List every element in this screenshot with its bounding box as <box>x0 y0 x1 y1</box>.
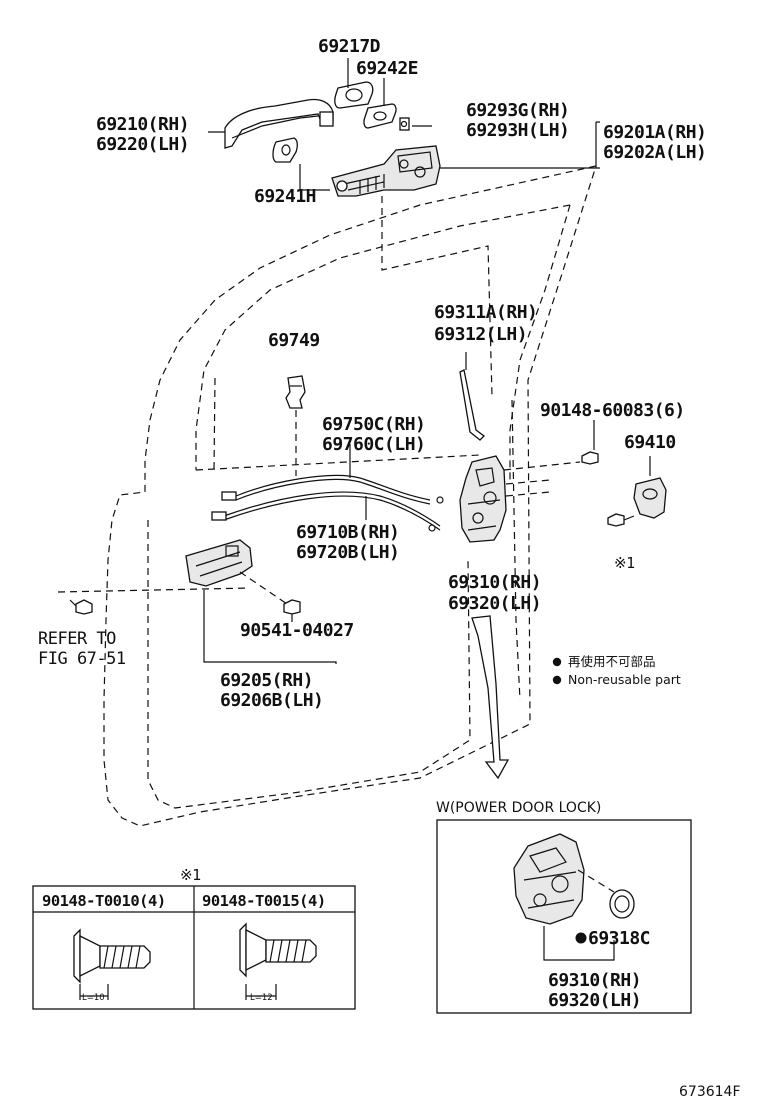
inside-door-handle <box>57 539 337 664</box>
cable-clip <box>285 375 306 476</box>
label-69311A: 69311A(RH) <box>434 302 537 323</box>
legend-dot-en <box>552 675 562 685</box>
label-69760C: 69760C(LH) <box>322 434 425 455</box>
label-69312: 69312(LH) <box>434 324 527 345</box>
inset-non-reusable-dot <box>575 932 587 944</box>
screw-table: ※1 90148-T0010(4) 90148-T0015(4) L=10 L=… <box>32 866 356 1010</box>
power-door-lock-inset: W(POWER DOOR LOCK) 69318C 69310(RH) 6932… <box>436 800 692 1014</box>
legend: 再使用不可部品 Non-reusable part <box>552 654 681 687</box>
door-lock-assembly <box>459 455 581 543</box>
label-69720B: 69720B(LH) <box>296 542 399 563</box>
label-69410: 69410 <box>624 432 676 453</box>
label-90541-04027: 90541-04027 <box>240 620 354 641</box>
figure-code: 673614F <box>679 1084 741 1100</box>
part-labels: 69217D 69242E 69210(RH) 69220(LH) 69293G… <box>38 36 707 711</box>
table-col2-header: 90148-T0015(4) <box>202 892 326 910</box>
label-69242E: 69242E <box>356 58 418 79</box>
top-leader-lines <box>208 58 600 397</box>
label-69320: 69320(LH) <box>448 593 541 614</box>
table-mark: ※1 <box>180 866 201 884</box>
label-69293H: 69293H(LH) <box>466 120 569 141</box>
outside-handle-frame <box>331 145 441 197</box>
handle-pad <box>363 103 397 129</box>
screw-l10-drawing: L=10 <box>73 928 151 1003</box>
label-69293G: 69293G(RH) <box>466 100 569 121</box>
label-refer-to: REFER TO <box>38 629 116 649</box>
handle-clip <box>399 117 410 131</box>
inset-label-69310: 69310(RH) <box>548 970 641 991</box>
label-69217D: 69217D <box>318 36 381 57</box>
label-69241H: 69241H <box>254 186 316 207</box>
table-col1-header: 90148-T0010(4) <box>42 892 166 910</box>
refer-screw <box>69 599 93 615</box>
label-69206B: 69206B(LH) <box>220 690 323 711</box>
inset-label-69318C: 69318C <box>588 928 650 949</box>
label-69205: 69205(RH) <box>220 670 313 691</box>
handle-cap <box>334 81 374 109</box>
door-lock-cables <box>211 444 444 532</box>
screw-l10-length: L=10 <box>82 993 105 1003</box>
handle-screw <box>283 599 301 622</box>
screw-l12-drawing: L=12 <box>239 922 317 1003</box>
inset-title: W(POWER DOOR LOCK) <box>436 800 601 816</box>
lock-screw <box>581 420 599 465</box>
inset-label-69320: 69320(LH) <box>548 990 641 1011</box>
label-69749: 69749 <box>268 330 320 351</box>
door-striker <box>607 456 667 527</box>
legend-jp: 再使用不可部品 <box>568 654 656 669</box>
label-90148-60083: 90148-60083(6) <box>540 400 685 421</box>
label-69220: 69220(LH) <box>96 134 189 155</box>
label-69210: 69210(RH) <box>96 114 189 135</box>
rear-handle-pad <box>272 137 298 163</box>
label-69201A: 69201A(RH) <box>603 122 706 143</box>
label-refer-fig: FIG 67-51 <box>38 649 126 669</box>
inset-arrow <box>471 615 510 780</box>
screw-l12-length: L=12 <box>250 993 273 1003</box>
door-outline <box>103 165 597 827</box>
lock-rod <box>459 352 485 441</box>
label-mark-1: ※1 <box>614 554 635 572</box>
legend-dot-jp <box>552 657 562 667</box>
legend-en: Non-reusable part <box>568 672 681 687</box>
label-69202A: 69202A(LH) <box>603 142 706 163</box>
label-69710B: 69710B(RH) <box>296 522 399 543</box>
label-69750C: 69750C(RH) <box>322 414 425 435</box>
outside-door-handle <box>224 98 334 149</box>
label-69310: 69310(RH) <box>448 572 541 593</box>
